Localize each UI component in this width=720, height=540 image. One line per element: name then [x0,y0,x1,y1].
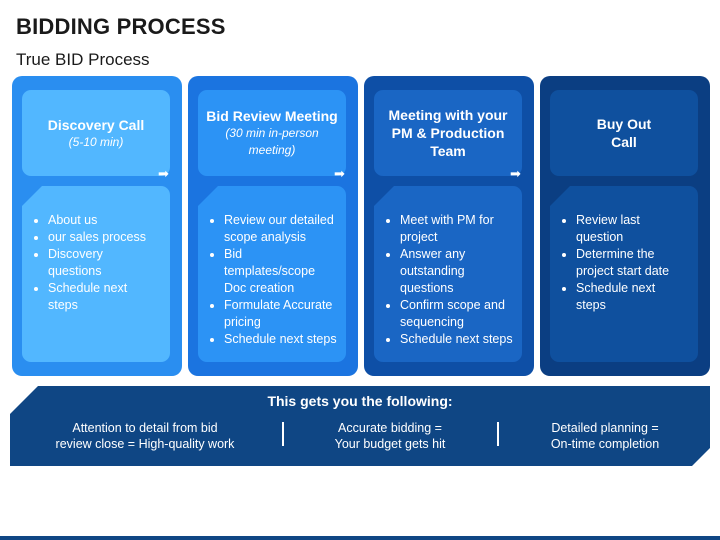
step-card-discovery-call: Discovery Call (5-10 min) About us our s… [12,76,182,376]
list-item: Schedule next steps [400,331,516,348]
footer-bar [0,536,720,540]
step-duration: (5-10 min) [69,134,124,151]
arrow-right-icon: ➡ [158,166,169,181]
list-item: our sales process [48,229,164,246]
divider [497,422,499,446]
step-duration-line: (30 min in-person [225,126,319,140]
arrow-right-icon: ➡ [334,166,345,181]
step-heading-line: Meeting with your [388,107,508,123]
step-heading: Buy Out Call [597,115,651,151]
step-heading-line: Discovery Call [47,116,145,133]
benefit-item: Accurate bidding = Your budget gets hit [300,420,480,452]
step-heading-box: Bid Review Meeting (30 min in-person mee… [198,90,346,176]
benefits-banner: This gets you the following: Attention t… [10,386,710,466]
benefit-line: On-time completion [550,437,660,451]
step-heading-line: Call [611,134,637,150]
step-heading-line: Team [430,143,466,159]
step-heading: Discovery Call [48,116,145,134]
step-heading-box: Discovery Call (5-10 min) [22,90,170,176]
step-duration: (30 min in-person meeting) [225,125,318,159]
benefit-line: Your budget gets hit [334,437,446,451]
benefits-heading: This gets you the following: [267,393,453,409]
step-heading-box: Buy Out Call [550,90,698,176]
benefit-line: Attention to detail from bid [72,421,218,435]
page-subtitle: True BID Process [16,50,150,69]
step-heading: Meeting with your PM & Production Team [389,106,508,160]
step-card-bid-review-meeting: Bid Review Meeting (30 min in-person mee… [188,76,358,376]
list-item: About us [48,212,164,229]
step-heading: Bid Review Meeting [206,107,337,125]
step-duration-line: meeting) [248,143,296,157]
benefit-item: Detailed planning = On-time completion [515,420,695,452]
step-heading-box: Meeting with your PM & Production Team [374,90,522,176]
step-bullet-list: About us our sales process Discoveryques… [22,212,170,314]
arrow-right-icon: ➡ [510,166,521,181]
divider [282,422,284,446]
step-details: About us our sales process Discoveryques… [22,186,170,362]
benefit-line: Detailed planning = [551,421,659,435]
step-card-pm-production-meeting: Meeting with your PM & Production Team M… [364,76,534,376]
list-item: Schedule next steps [224,331,340,348]
step-heading-line: Buy Out [596,116,652,132]
benefit-line: Accurate bidding = [338,421,442,435]
benefit-line: review close = High-quality work [55,437,235,451]
step-duration-line: (5-10 min) [68,134,124,149]
benefit-item: Attention to detail from bid review clos… [40,420,250,452]
step-heading-line: PM & Production [391,125,505,141]
page-title: BIDDING PROCESS [16,14,226,39]
step-heading-line: Bid Review Meeting [206,108,338,124]
